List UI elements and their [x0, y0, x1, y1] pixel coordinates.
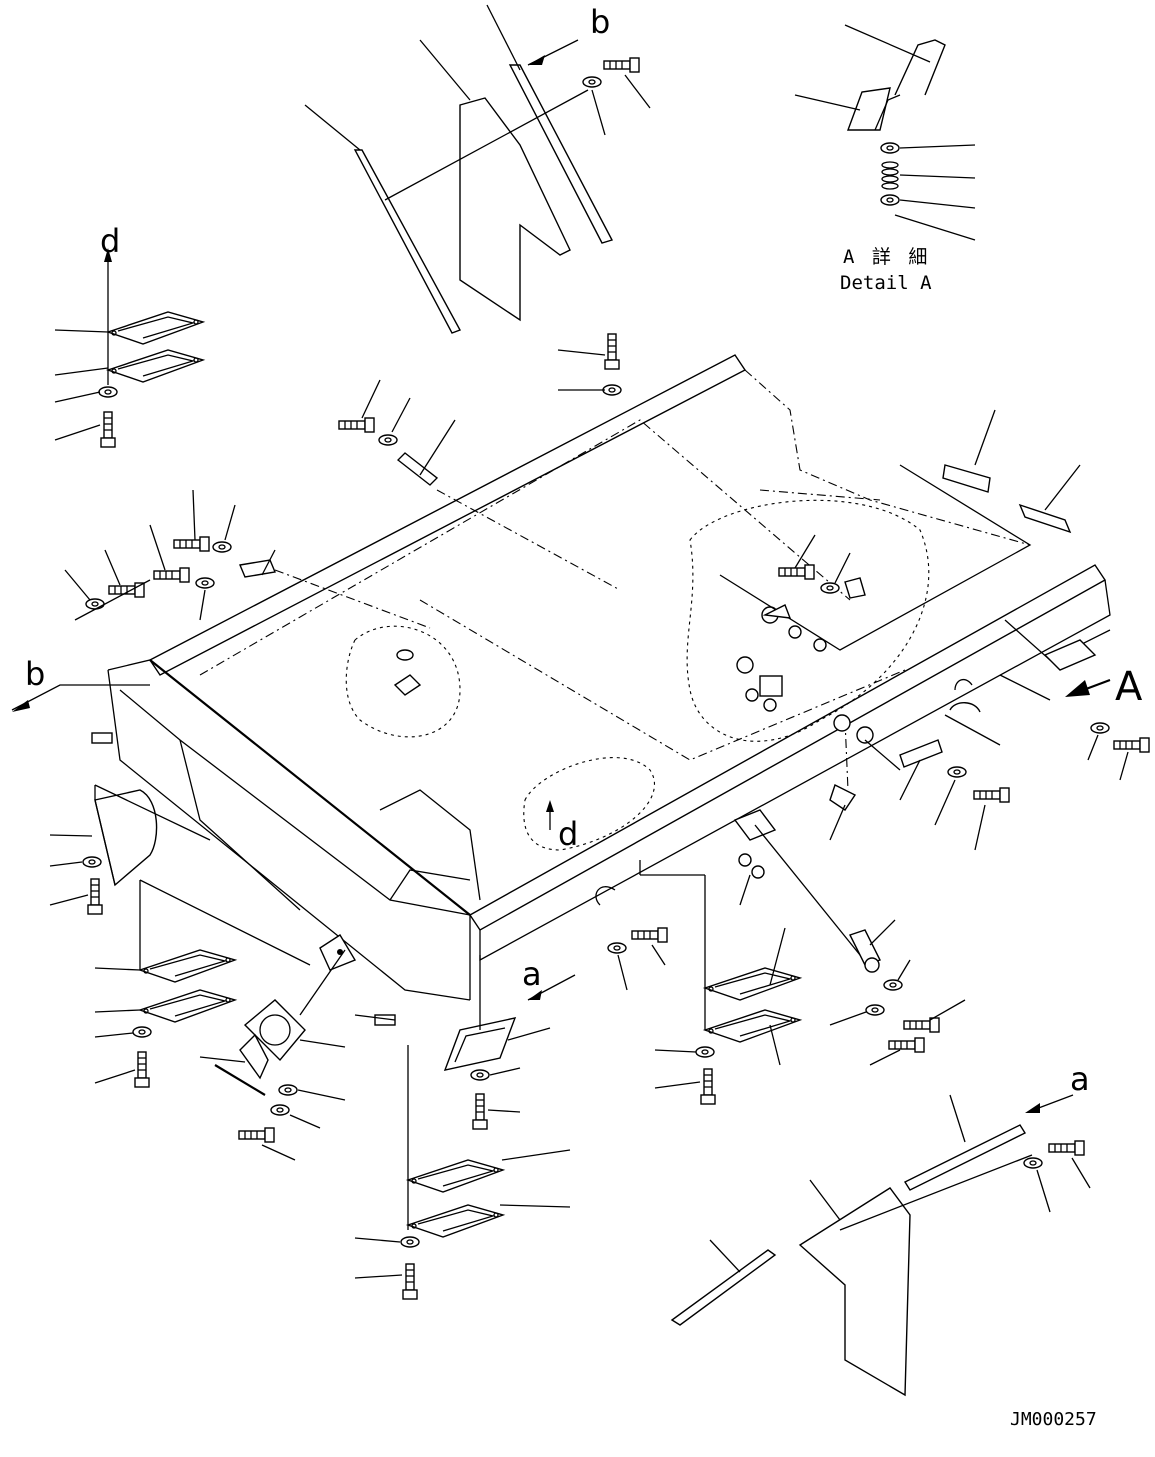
right-pin-hardware [738, 702, 1010, 1066]
right-plate-stack [607, 860, 801, 1105]
spring-icon [881, 161, 899, 190]
ref-label-b-left: b [25, 655, 45, 693]
ref-label-a-mid: a [522, 955, 542, 993]
top-flap-assembly [304, 4, 651, 334]
center-plate-stack [354, 955, 576, 1300]
front-left-hardware [64, 333, 622, 629]
drawing-id-code: JM000257 [1010, 1409, 1097, 1430]
view-arrow-label: A [1115, 664, 1143, 710]
right-hinge-hardware [719, 409, 1150, 781]
reference-arrows [11, 678, 1111, 830]
detail-title-jp: A 詳 細 [843, 246, 930, 268]
ref-label-b-top: b [590, 3, 610, 41]
dump-body [91, 354, 1111, 1026]
detail-a [794, 24, 976, 241]
left-bottom-hardware [49, 784, 346, 1161]
bottom-flap-assembly [670, 1094, 1091, 1397]
detail-title-en: Detail A [840, 272, 932, 294]
ref-label-a-bottom: a [1070, 1060, 1090, 1098]
ref-label-d-body: d [558, 815, 578, 853]
ref-label-d-top: d [100, 222, 120, 260]
left-plate-stack [54, 248, 204, 448]
